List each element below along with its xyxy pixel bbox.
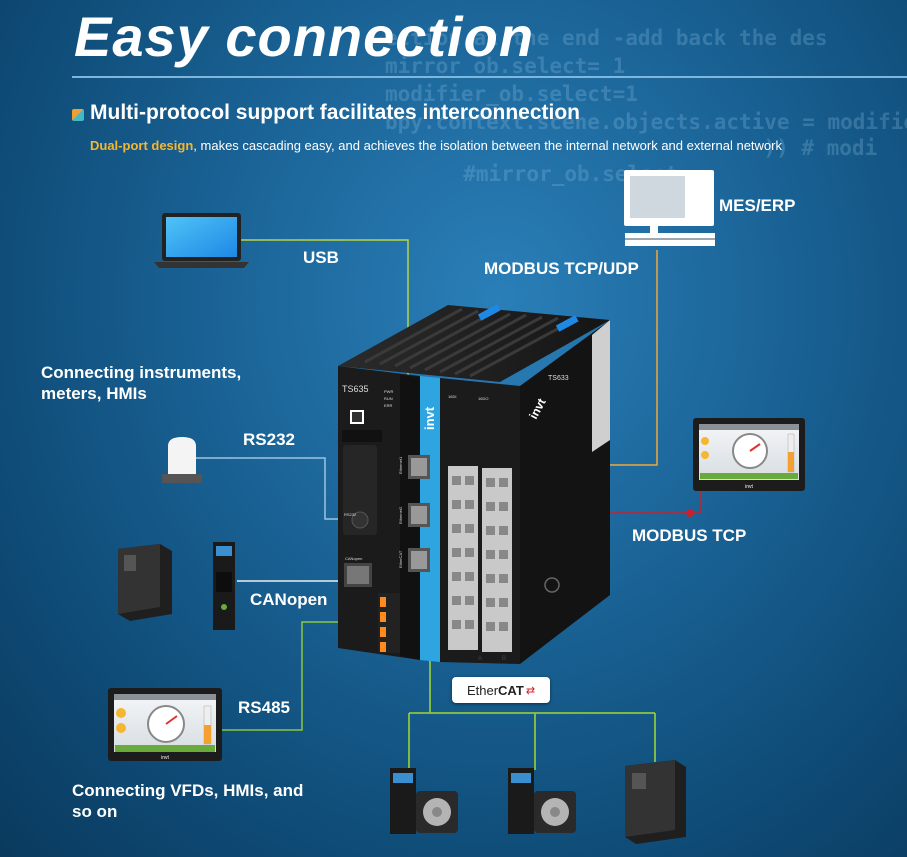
- status-led-label: ERR: [384, 403, 393, 408]
- rs232-port-label: RS232: [344, 512, 357, 517]
- code-line: modifier_ob.select=1: [385, 82, 638, 106]
- description-text: , makes cascading easy, and achieves the…: [193, 138, 782, 153]
- ethernet-port: [408, 503, 430, 527]
- ethernet2-port-label: Ethernet2: [398, 506, 403, 524]
- servo-motor-icon: [390, 768, 458, 834]
- ethercat-text-bold: CAT: [498, 682, 524, 698]
- ethernet1-port-label: Ethernet1: [398, 456, 403, 474]
- ethernet-port: [408, 455, 430, 479]
- instruments-caption: Connecting instruments, meters, HMIs: [41, 363, 242, 403]
- brand-logo: invt: [422, 406, 437, 430]
- section-description: Dual-port design, makes cascading easy, …: [90, 137, 830, 154]
- ethercat-port-label: EtherCAT: [398, 550, 403, 568]
- rs485-label: RS485: [238, 698, 290, 717]
- modbus-tcp-udp-label: MODBUS TCP/UDP: [484, 259, 639, 278]
- modbus-tcp-label: MODBUS TCP: [632, 526, 747, 545]
- ethercat-text: Ether: [466, 682, 499, 698]
- hmi-brand-label: invt: [745, 484, 753, 490]
- rs232-connection-line: [195, 457, 362, 520]
- ethercat-port: [408, 548, 430, 572]
- code-line: bpy.context.scene.objects.active = modif…: [385, 110, 907, 134]
- module-io-label: 16DO: [478, 396, 488, 401]
- servo-motor-icon: [508, 768, 576, 834]
- description-highlight: Dual-port design: [90, 138, 194, 153]
- status-led-label: PWR: [384, 389, 393, 394]
- usb-label: USB: [303, 248, 339, 267]
- section-bullet-icon: [72, 109, 84, 121]
- plc-model-label: TS635: [342, 384, 369, 394]
- hmi-panel-icon: invt: [693, 418, 805, 491]
- laptop-icon: [154, 213, 249, 268]
- rs232-label: RS232: [243, 430, 295, 449]
- canopen-label: CANopen: [250, 590, 328, 609]
- vfds-caption: Connecting VFDs, HMIs, and so on: [72, 781, 304, 821]
- ethercat-arrow-icon: ⇄: [525, 684, 536, 697]
- desktop-computer-icon: [624, 170, 715, 246]
- instrument-icon: [162, 437, 202, 483]
- code-line: mirror_ob.select= 1: [385, 54, 626, 78]
- hmi-brand-label: invt: [161, 755, 169, 761]
- code-line: ection at the end -add back the des: [385, 26, 828, 50]
- module-model-label: TS633: [548, 375, 569, 382]
- title-underline: [72, 76, 907, 78]
- canopen-port-label: CANopen: [345, 556, 362, 561]
- mes-erp-label: MES/ERP: [719, 196, 796, 215]
- section-heading: Multi-protocol support facilitates inter…: [90, 101, 581, 124]
- terminal-label: B: [502, 656, 506, 662]
- code-line: )) # modi: [460, 136, 878, 160]
- module-io-label: 16DI: [448, 394, 456, 399]
- plc-controller: [338, 304, 610, 664]
- page-title: Easy connection: [74, 5, 535, 68]
- servo-drive-icon: [213, 542, 235, 630]
- terminal-label: A: [478, 656, 482, 662]
- hmi-panel-large-icon: invt: [108, 688, 222, 761]
- vfd-drive-icon: [625, 760, 686, 844]
- vfd-drive-icon: [118, 544, 172, 621]
- status-led-label: RUN: [384, 396, 393, 401]
